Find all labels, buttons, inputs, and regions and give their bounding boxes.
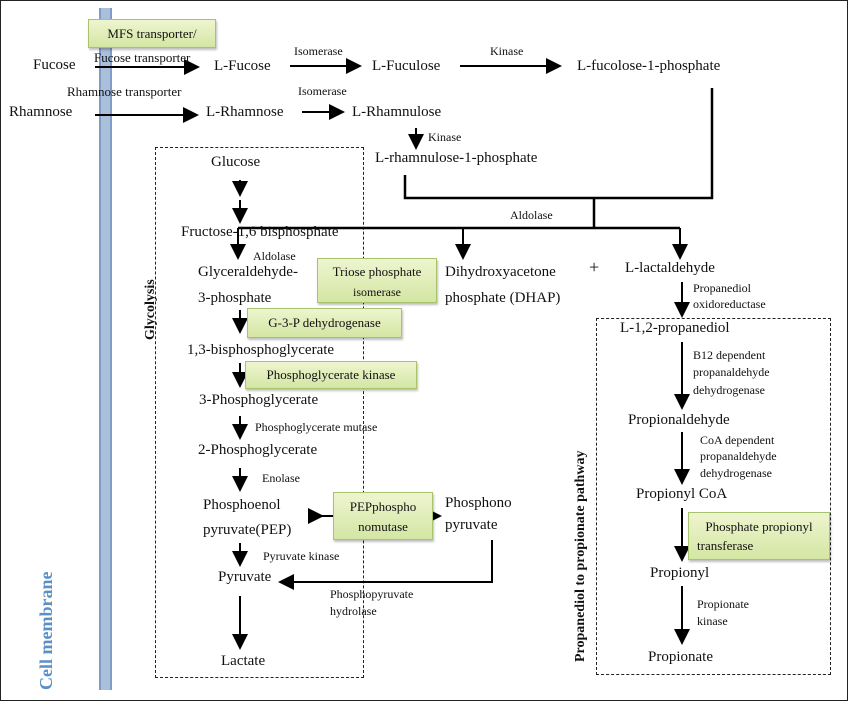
pepm-line2: nomutase <box>358 519 408 534</box>
b12-line3: dehydrogenase <box>693 383 765 397</box>
coa-line3: dehydrogenase <box>700 466 772 480</box>
triose-phosphate-isomerase-box: Triose phosphate isomerase <box>317 258 437 303</box>
l-fuculose-1-phosphate: L-fucolose-1-phosphate <box>577 58 721 74</box>
rhamnose-transporter-label: Rhamnose transporter <box>67 84 182 99</box>
line-fucolose-aldolase <box>403 88 714 200</box>
dhap-line2: phosphate (DHAP) <box>445 290 561 306</box>
glucose: Glucose <box>211 154 261 170</box>
dhap-line1: Dihydroxyacetone <box>445 264 556 280</box>
isomerase-label: Isomerase <box>294 44 343 58</box>
phosphoglycerate-kinase-box: Phosphoglycerate kinase <box>245 361 417 389</box>
pdor-line2: oxidoreductase <box>693 297 766 311</box>
l-rhamnose: L-Rhamnose <box>206 104 284 120</box>
pep-line2: pyruvate(PEP) <box>203 522 292 538</box>
propionate: Propionate <box>648 649 713 665</box>
phosphopyruvate-hydrolase-line2: hydrolase <box>330 604 377 618</box>
bisphosphoglycerate: 1,3-bisphosphoglycerate <box>187 342 335 358</box>
lactate: Lactate <box>221 653 266 669</box>
l-lactaldehyde: L-lactaldehyde <box>625 260 715 276</box>
kinase-label-2: Kinase <box>428 130 462 144</box>
propionate-kinase-line2: kinase <box>697 614 728 628</box>
l-fucose: L-Fucose <box>214 58 271 74</box>
ppt-line1: Phosphate propionyl <box>705 519 813 534</box>
coa-line1: CoA dependent <box>700 433 775 447</box>
fructose-bisphosphate: Fructose-1,6 bisphosphate <box>181 224 339 240</box>
cell-membrane-bar <box>99 8 112 690</box>
b12-line1: B12 dependent <box>693 348 766 362</box>
fucose-transporter-label: Fucose transporter <box>94 50 191 65</box>
enolase-label: Enolase <box>262 471 300 485</box>
coa-line2: propanaldehyde <box>700 449 777 463</box>
g3p-line1: Glyceraldehyde- <box>198 264 298 280</box>
ppt-line2: transferase <box>697 538 754 553</box>
plus-sign: + <box>589 257 600 277</box>
l-rhamnulose-1-phosphate: L-rhamnulose-1-phosphate <box>375 150 538 166</box>
kinase-label: Kinase <box>490 44 524 58</box>
pep-line1: Phosphoenol <box>203 497 281 513</box>
phosphoglycerate-mutase-label: Phosphoglycerate mutase <box>255 420 378 434</box>
propionyl: Propionyl <box>650 565 710 581</box>
rhamnose: Rhamnose <box>9 104 73 120</box>
fucose: Fucose <box>33 57 76 73</box>
pep-phosphomutase-box: PEPphospho nomutase <box>333 492 433 540</box>
tpi-line1: Triose phosphate <box>332 264 422 279</box>
arrow-hydrolase <box>278 540 493 590</box>
l-propanediol: L-1,2-propanediol <box>620 320 730 336</box>
glycolysis-label: Glycolysis <box>143 279 158 340</box>
b12-line2: propanaldehyde <box>693 365 770 379</box>
l-rhamnulose: L-Rhamnulose <box>352 104 442 120</box>
pyruvate: Pyruvate <box>218 569 272 585</box>
propionate-kinase-line1: Propionate <box>697 597 749 611</box>
propanediol-box <box>596 318 831 675</box>
pdor-line1: Propanediol <box>693 281 751 295</box>
cell-membrane-label: Cell membrane <box>36 571 56 690</box>
g3p-dehydrogenase-box: G-3-P dehydrogenase <box>247 308 402 338</box>
glycolysis-box <box>155 147 364 678</box>
isomerase-label-2: Isomerase <box>298 84 347 98</box>
aldolase-label: Aldolase <box>253 249 296 263</box>
3-phosphoglycerate: 3-Phosphoglycerate <box>199 392 319 408</box>
propionaldehyde: Propionaldehyde <box>628 412 730 428</box>
phosphonopyruvate-line1: Phosphono <box>445 495 512 511</box>
phosphonopyruvate-line2: pyruvate <box>445 517 498 533</box>
g3p-line2: 3-phosphate <box>198 290 272 306</box>
aldolase-top-label: Aldolase <box>510 208 553 222</box>
2-phosphoglycerate: 2-Phosphoglycerate <box>198 442 318 458</box>
pepm-line1: PEPphospho <box>349 499 417 514</box>
propionyl-coa: Propionyl CoA <box>636 486 728 502</box>
propanediol-pathway-label: Propanediol to propionate pathway <box>573 450 588 662</box>
l-fuculose: L-Fuculose <box>372 58 441 74</box>
pyruvate-kinase-label: Pyruvate kinase <box>263 549 340 563</box>
tpi-line2: isomerase <box>353 285 401 299</box>
mfs-transporter-box: MFS transporter/ <box>88 19 216 48</box>
phosphopyruvate-hydrolase-line1: Phosphopyruvate <box>330 587 414 601</box>
phosphate-propionyl-transferase-box: Phosphate propionyl transferase <box>688 512 830 560</box>
